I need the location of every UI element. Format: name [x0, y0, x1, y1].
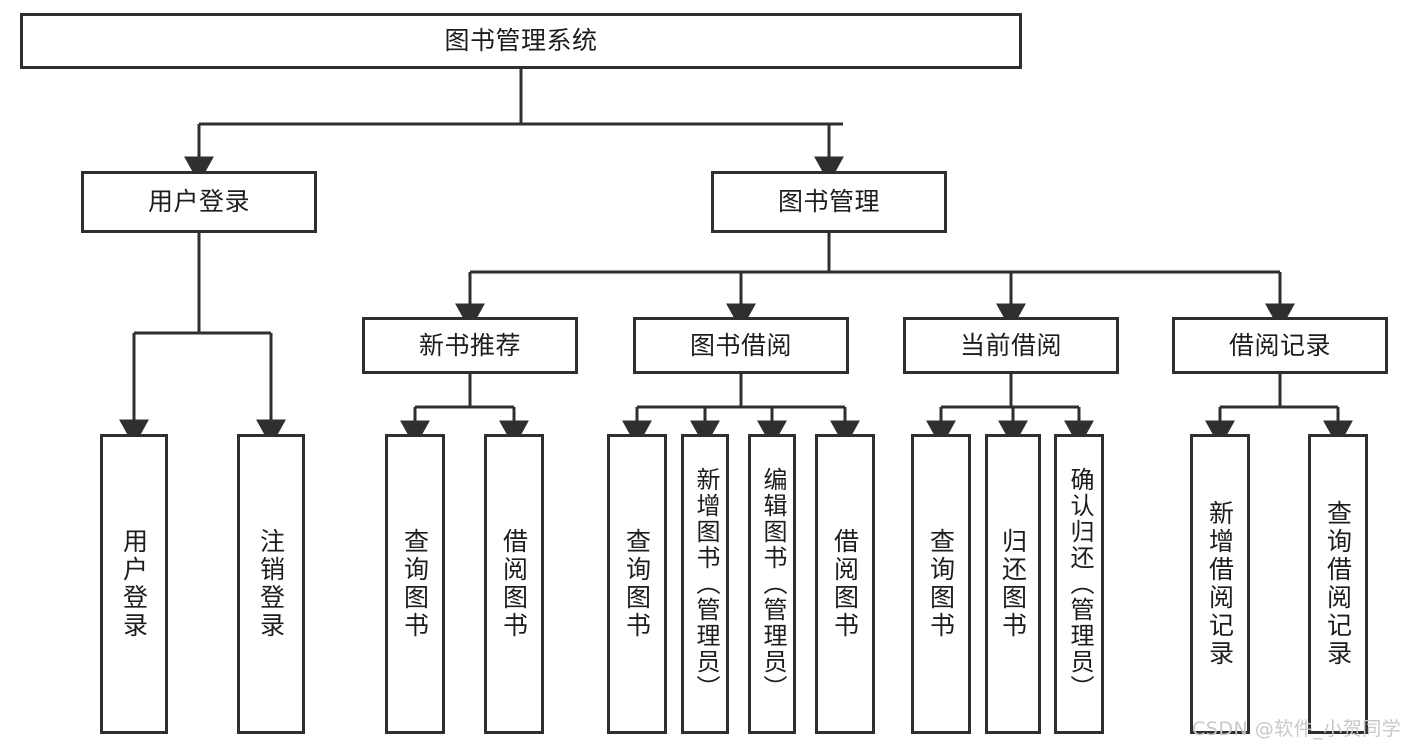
leaf-query-borrow-record[interactable]: 查询借阅记录	[1308, 434, 1368, 734]
leaf-return-book[interactable]: 归还图书	[985, 434, 1041, 734]
node-book-management[interactable]: 图书管理	[711, 171, 947, 233]
leaf-return-book-label: 归还图书	[998, 528, 1028, 640]
node-book-management-label: 图书管理	[777, 187, 880, 217]
leaf-add-book-admin[interactable]: 新增图书（管理员）	[681, 434, 729, 734]
node-current-borrow-label: 当前借阅	[959, 330, 1062, 360]
node-user-login[interactable]: 用户登录	[81, 171, 317, 233]
leaf-borrow-book-new-label: 借阅图书	[499, 528, 529, 640]
leaf-borrow-book-new[interactable]: 借阅图书	[484, 434, 544, 734]
leaf-edit-book-admin-label: 编辑图书（管理员）	[758, 467, 787, 701]
csdn-watermark: CSDN @软件_小贺同学	[1192, 718, 1402, 740]
leaf-borrow-book-label: 借阅图书	[830, 528, 860, 640]
leaf-confirm-return-admin-label: 确认归还（管理员）	[1065, 467, 1094, 701]
leaf-borrow-book[interactable]: 借阅图书	[815, 434, 875, 734]
node-root-label: 图书管理系统	[444, 26, 598, 56]
node-book-borrow-label: 图书借阅	[689, 330, 792, 360]
node-root[interactable]: 图书管理系统	[20, 13, 1022, 69]
leaf-query-book-current-label: 查询图书	[926, 528, 956, 640]
node-new-book-recommend-label: 新书推荐	[418, 330, 521, 360]
leaf-logout[interactable]: 注销登录	[237, 434, 305, 734]
leaf-query-book-borrow[interactable]: 查询图书	[607, 434, 667, 734]
leaf-query-book-current[interactable]: 查询图书	[911, 434, 971, 734]
leaf-user-login[interactable]: 用户登录	[100, 434, 168, 734]
leaf-confirm-return-admin[interactable]: 确认归还（管理员）	[1054, 434, 1104, 734]
leaf-add-book-admin-label: 新增图书（管理员）	[691, 467, 720, 701]
leaf-logout-label: 注销登录	[256, 528, 286, 640]
node-borrow-records[interactable]: 借阅记录	[1172, 317, 1388, 374]
leaf-query-borrow-record-label: 查询借阅记录	[1323, 500, 1353, 668]
node-new-book-recommend[interactable]: 新书推荐	[362, 317, 578, 374]
leaf-query-book-new[interactable]: 查询图书	[385, 434, 445, 734]
leaf-query-book-borrow-label: 查询图书	[622, 528, 652, 640]
leaf-user-login-label: 用户登录	[119, 528, 149, 640]
node-book-borrow[interactable]: 图书借阅	[633, 317, 849, 374]
leaf-query-book-new-label: 查询图书	[400, 528, 430, 640]
node-borrow-records-label: 借阅记录	[1228, 330, 1331, 360]
leaf-add-borrow-record-label: 新增借阅记录	[1205, 500, 1235, 668]
node-current-borrow[interactable]: 当前借阅	[903, 317, 1119, 374]
leaf-add-borrow-record[interactable]: 新增借阅记录	[1190, 434, 1250, 734]
node-user-login-label: 用户登录	[147, 187, 250, 217]
leaf-edit-book-admin[interactable]: 编辑图书（管理员）	[748, 434, 796, 734]
